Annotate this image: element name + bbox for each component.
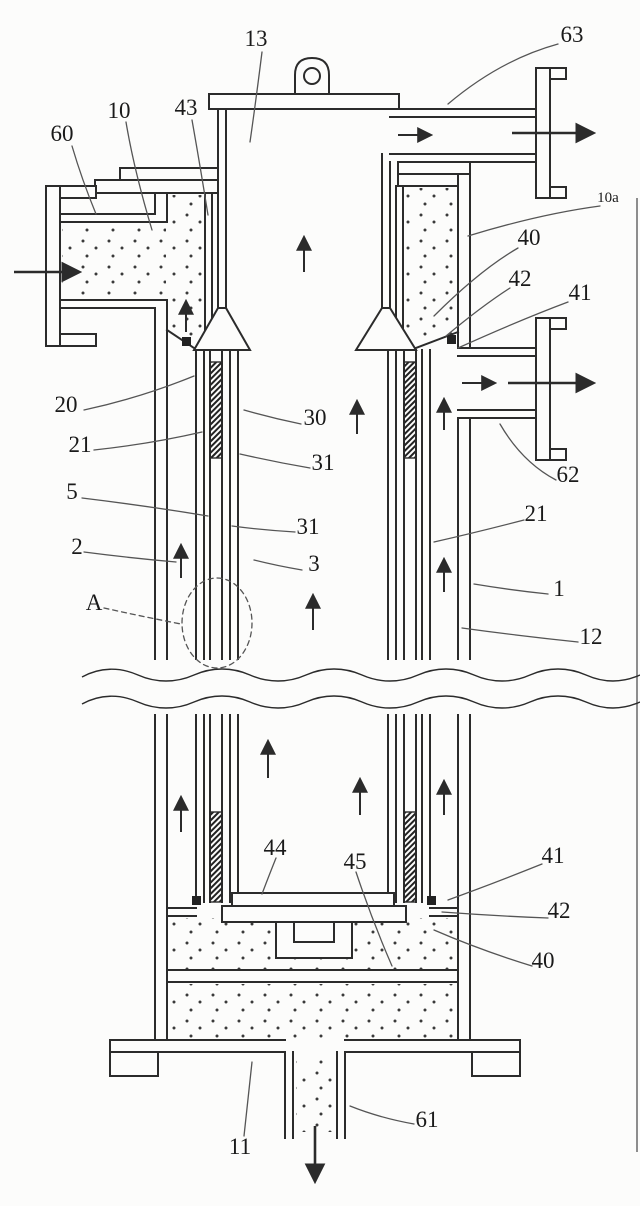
left-collar bbox=[192, 307, 252, 351]
tube-bottom-plate-44 bbox=[231, 892, 395, 907]
right-top-seal bbox=[447, 335, 456, 344]
label-62: 62 bbox=[557, 462, 580, 487]
label-31-lower: 31 bbox=[297, 514, 320, 539]
label-3: 3 bbox=[308, 551, 320, 576]
label-43: 43 bbox=[175, 95, 198, 120]
inlet-pipe-60 bbox=[45, 185, 168, 347]
right-lower-hatch-bar bbox=[403, 811, 417, 903]
label-61: 61 bbox=[416, 1107, 439, 1132]
lug-hole bbox=[303, 67, 321, 85]
label-42-top: 42 bbox=[509, 266, 532, 291]
detail-A bbox=[103, 577, 253, 669]
label-45: 45 bbox=[344, 849, 367, 874]
label-20: 20 bbox=[55, 392, 78, 417]
label-11: 11 bbox=[229, 1134, 251, 1159]
label-1: 1 bbox=[553, 576, 565, 601]
inlet-pipe-stipple bbox=[62, 224, 166, 298]
right-bottom-seal bbox=[427, 896, 436, 905]
left-top-step-plate bbox=[119, 167, 219, 181]
label-41-bottom: 41 bbox=[542, 843, 565, 868]
tube-bottom-plate-45 bbox=[221, 905, 407, 923]
left-bottom-seal bbox=[192, 896, 201, 905]
bottom-right-flange bbox=[471, 1051, 521, 1077]
top-outlet-pipe-63 bbox=[389, 67, 567, 199]
label-10: 10 bbox=[108, 98, 131, 123]
right-top-step-plate bbox=[397, 161, 471, 175]
support-bracket-notch bbox=[293, 921, 335, 943]
label-30: 30 bbox=[304, 405, 327, 430]
label-A: A bbox=[86, 590, 103, 615]
left-upper-hatch-bar bbox=[209, 361, 223, 459]
label-44: 44 bbox=[264, 835, 288, 860]
label-31-upper: 31 bbox=[312, 450, 335, 475]
leader-lines bbox=[71, 43, 601, 1137]
label-21-left: 21 bbox=[69, 432, 92, 457]
leader-A bbox=[103, 607, 182, 625]
bottom-outlet-pipe-61 bbox=[284, 1051, 346, 1139]
label-2: 2 bbox=[71, 534, 83, 559]
central-tube-13 bbox=[208, 56, 400, 313]
break-band bbox=[80, 660, 640, 714]
label-40-top: 40 bbox=[518, 225, 541, 250]
inlet-flange bbox=[45, 185, 61, 347]
label-12: 12 bbox=[580, 624, 603, 649]
left-top-flange-plate bbox=[94, 179, 219, 194]
label-63: 63 bbox=[561, 22, 584, 47]
bottom-chamber-lower-stipple bbox=[169, 984, 458, 1038]
bottom-left-flange bbox=[109, 1051, 159, 1077]
mid-outlet-flange bbox=[535, 317, 551, 461]
flow-arrows bbox=[14, 122, 597, 1185]
label-21-right: 21 bbox=[525, 501, 548, 526]
right-top-inner-step bbox=[397, 173, 459, 187]
label-60: 60 bbox=[51, 121, 74, 146]
right-upper-hatch-bar bbox=[403, 361, 417, 459]
outlet-pipe-stipple bbox=[296, 1056, 334, 1132]
right-collar bbox=[354, 307, 418, 351]
detail-A-ellipse bbox=[181, 577, 253, 669]
label-41-top: 41 bbox=[569, 280, 592, 305]
reference-labels: 13 63 60 10 43 10a 40 42 41 20 30 21 31 … bbox=[51, 22, 620, 1159]
left-top-seal bbox=[182, 337, 191, 346]
label-42-bottom: 42 bbox=[548, 898, 571, 923]
label-40-bottom: 40 bbox=[532, 948, 555, 973]
right-top-chamber-stipple bbox=[406, 188, 456, 336]
tube-top-cap bbox=[208, 93, 400, 110]
left-lower-hatch-bar bbox=[209, 811, 223, 903]
label-10a: 10a bbox=[597, 190, 619, 206]
label-5: 5 bbox=[66, 479, 78, 504]
inner-tube-assemblies bbox=[165, 185, 460, 905]
mid-outlet-pipe-62 bbox=[457, 317, 567, 461]
label-13: 13 bbox=[245, 26, 268, 51]
bottom-assembly bbox=[109, 892, 521, 1139]
